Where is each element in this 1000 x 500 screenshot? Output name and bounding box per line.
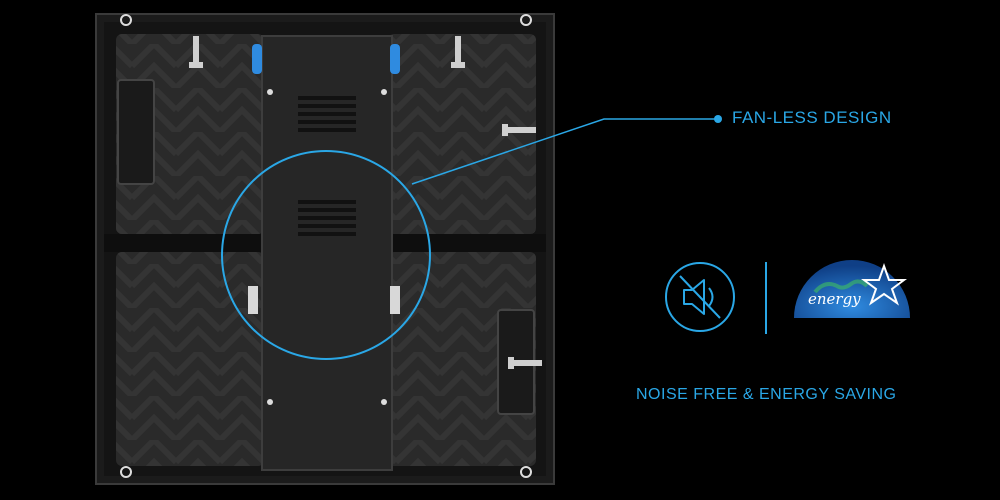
vent-grille-top: [298, 96, 356, 132]
vent-grille-middle: [298, 200, 356, 236]
blue-clip-left: [252, 44, 262, 74]
callout-dot: [714, 115, 722, 123]
alignment-pins: [189, 36, 542, 369]
fan-less-callout: [221, 115, 722, 360]
power-box: [261, 35, 393, 471]
energy-logo-text: energy: [808, 290, 861, 308]
fan-less-design-label: FAN-LESS DESIGN: [732, 108, 892, 127]
left-handle: [117, 79, 155, 185]
noise-free-energy-saving-label: NOISE FREE & ENERGY SAVING: [636, 386, 897, 403]
led-cabinet: [95, 13, 555, 485]
blue-clip-right: [390, 44, 400, 74]
speaker-muted-icon: [665, 262, 735, 332]
energy-star-logo: energy: [794, 260, 910, 318]
